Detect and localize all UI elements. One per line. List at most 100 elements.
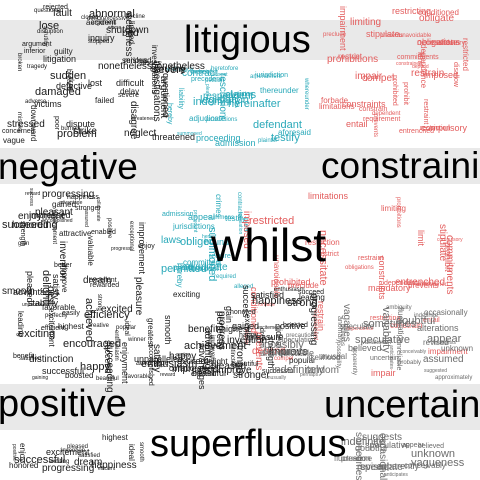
word-whilst: whilst: [211, 219, 327, 271]
cloud-word: testify: [271, 132, 300, 144]
cloud-word: deficit: [87, 16, 103, 22]
cloud-word: thereunder: [260, 86, 299, 95]
cloud-word: honored: [12, 220, 49, 231]
cloud-word: hereof: [192, 69, 212, 76]
cloud-word: perfectly: [45, 313, 68, 319]
cloud-word: commitments: [397, 54, 439, 61]
cloud-word: excellent: [89, 277, 117, 284]
cloud-word: require: [209, 253, 231, 260]
cloud-word: uncertain: [370, 355, 399, 362]
cloud-word: closed: [81, 15, 99, 21]
cloud-word: unavoidable: [399, 33, 432, 39]
cloud-word: speculate: [360, 462, 403, 473]
cloud-word: required: [214, 274, 237, 280]
cloud-word: argument: [22, 41, 52, 48]
cloud-word: prohibit: [402, 82, 409, 105]
cloud-word: limited: [127, 21, 136, 45]
cloud-word: beautiful: [96, 376, 119, 382]
cloud-word: lose: [39, 20, 60, 32]
cloud-word: progressing: [42, 189, 95, 200]
cloud-word: progressing: [42, 463, 95, 474]
cloud-word: forbidden: [188, 264, 222, 273]
cloud-word: dream: [83, 275, 112, 286]
cloud-word: approximately: [435, 375, 473, 381]
cloud-word: dream: [74, 457, 103, 468]
cloud-word: compulsory: [421, 123, 468, 133]
cloud-word: imposed: [424, 70, 459, 80]
cloud-word: concerned: [2, 128, 35, 135]
cloud-word: apparently: [377, 461, 420, 471]
band-top: [0, 20, 480, 60]
cloud-word: pleased: [211, 361, 247, 372]
cloud-word: dependence: [346, 326, 374, 332]
cloud-word: maybe: [284, 347, 309, 356]
cloud-word: fluctuation: [334, 454, 371, 463]
cloud-word: beautiful: [232, 361, 259, 368]
cloud-word: advantage: [136, 360, 169, 367]
cloud-word: speculate: [340, 322, 375, 331]
cloud-word: jurisdictions: [206, 117, 238, 123]
cloud-word: ambiguity: [386, 305, 412, 311]
cloud-word: indefinitely: [272, 364, 324, 376]
cloud-word: nonetheless: [151, 61, 205, 72]
cloud-word: variations: [362, 340, 388, 346]
cloud-word: happiness: [252, 295, 303, 307]
cloud-word: limit: [416, 52, 425, 67]
cloud-word: happiness: [67, 194, 99, 201]
cloud-word: proceeding: [196, 133, 241, 143]
cloud-word: efficient: [191, 371, 215, 378]
cloud-word: severe: [118, 92, 140, 99]
cloud-word: difficult: [116, 78, 144, 88]
cloud-word: suggested: [424, 368, 448, 374]
cloud-word: invention: [227, 335, 268, 346]
cloud-word: defective: [56, 81, 93, 91]
cloud-word: pleasure: [249, 332, 284, 342]
cloud-word: litigation: [43, 54, 77, 64]
cloud-word: likelihood: [307, 353, 341, 362]
cloud-word: fault: [53, 8, 72, 19]
cloud-word: better: [54, 262, 72, 269]
cloud-word: assumed: [423, 354, 464, 365]
cloud-word: restricted: [249, 215, 295, 227]
cloud-word: restricting: [392, 6, 432, 16]
cloud-word: limiting: [350, 17, 382, 28]
cloud-word: summoned: [177, 131, 202, 137]
cloud-word: highest: [221, 324, 251, 334]
cloud-word: succeeding: [2, 219, 58, 231]
cloud-word: creative: [88, 323, 110, 329]
cloud-word: mandatory: [432, 40, 466, 47]
cloud-word: convenience: [190, 69, 219, 75]
cloud-word: speculation: [280, 337, 316, 344]
cloud-word: restricting: [370, 315, 401, 322]
cloud-word: efficiency: [84, 309, 130, 321]
cloud-word: compulsory: [437, 237, 463, 243]
cloud-word: adjudicate: [189, 114, 226, 123]
cloud-word: petition: [205, 78, 225, 84]
cloud-word: entail: [346, 119, 368, 129]
cloud-word: speculative: [365, 440, 411, 450]
word-litigious: litigious: [184, 19, 311, 61]
cloud-word: pleasure: [133, 277, 144, 316]
cloud-word: laws: [161, 235, 182, 246]
cloud-word: constrain: [359, 106, 388, 113]
cloud-word: decline: [126, 14, 146, 20]
cloud-word: allegation: [227, 92, 253, 98]
cloud-word: speculative: [355, 334, 411, 346]
cloud-word: prevents: [380, 33, 404, 39]
cloud-word: rejected: [43, 4, 68, 11]
word-negative: negative: [0, 146, 138, 187]
cloud-word: impressed: [29, 210, 71, 220]
cloud-word: satisfy: [51, 274, 61, 300]
cloud-word: impairment: [428, 347, 468, 356]
cloud-word: accomplished: [42, 218, 73, 224]
cloud-word: benefit: [188, 324, 219, 335]
cloud-word: compel: [362, 73, 395, 84]
cloud-word: hereinafter: [228, 98, 281, 110]
cloud-word: delay: [120, 87, 140, 96]
cloud-word: stressed: [7, 119, 45, 130]
cloud-word: legislation: [200, 94, 249, 106]
cloud-word: progress: [111, 246, 131, 252]
cloud-word: disallow: [409, 281, 431, 287]
cloud-word: jurisdiction: [255, 72, 289, 79]
cloud-word: smooth: [138, 442, 144, 462]
